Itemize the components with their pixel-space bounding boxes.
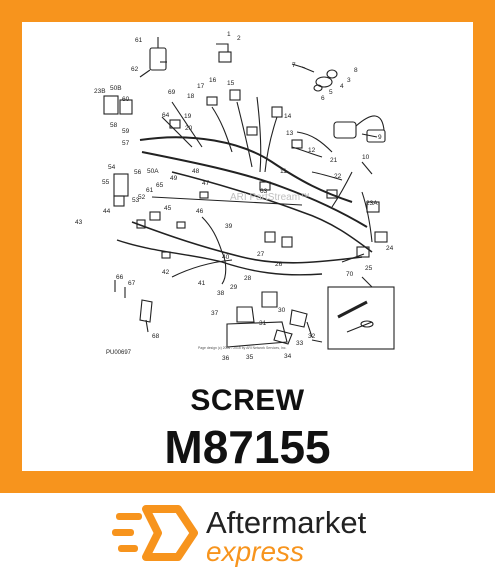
svg-text:8: 8 xyxy=(354,67,358,74)
svg-text:61: 61 xyxy=(135,37,143,44)
svg-text:50A: 50A xyxy=(147,168,159,175)
svg-text:54: 54 xyxy=(108,164,116,171)
svg-text:14: 14 xyxy=(284,113,292,120)
svg-text:63: 63 xyxy=(260,188,268,195)
svg-text:39: 39 xyxy=(225,223,233,230)
svg-text:67: 67 xyxy=(128,280,136,287)
svg-text:69: 69 xyxy=(168,89,176,96)
svg-text:59: 59 xyxy=(122,128,130,135)
part-number: M87155 xyxy=(164,421,331,473)
copyright-note: Page design (c) 2004 - 2015 by ARI Netwo… xyxy=(198,346,286,350)
svg-text:12: 12 xyxy=(308,147,316,154)
svg-text:6: 6 xyxy=(321,95,325,102)
svg-text:60: 60 xyxy=(122,96,130,103)
svg-text:38: 38 xyxy=(217,290,225,297)
svg-text:23B: 23B xyxy=(94,88,106,95)
hexagon-arrow-logo-icon xyxy=(112,505,198,561)
svg-text:18: 18 xyxy=(187,93,195,100)
svg-text:15: 15 xyxy=(227,80,235,87)
svg-text:43: 43 xyxy=(75,219,83,226)
svg-text:7: 7 xyxy=(292,62,296,69)
brand-name-line2: express xyxy=(206,536,305,567)
svg-text:48: 48 xyxy=(192,168,200,175)
svg-text:47: 47 xyxy=(202,180,210,187)
svg-text:44: 44 xyxy=(103,208,111,215)
svg-text:65: 65 xyxy=(156,182,164,189)
svg-text:22: 22 xyxy=(334,173,342,180)
svg-text:35: 35 xyxy=(246,354,254,361)
svg-text:42: 42 xyxy=(162,269,170,276)
svg-text:2: 2 xyxy=(237,35,241,42)
svg-text:70: 70 xyxy=(346,271,354,278)
product-card: 61 1 2 62 7 8 3 4 5 6 50B 23B 69 60 18 1… xyxy=(22,22,473,473)
svg-text:66: 66 xyxy=(116,274,124,281)
svg-text:61: 61 xyxy=(146,187,154,194)
svg-text:62: 62 xyxy=(131,66,139,73)
svg-text:49: 49 xyxy=(170,175,178,182)
part-title: SCREW xyxy=(190,384,305,417)
svg-text:53: 53 xyxy=(132,197,140,204)
svg-text:45: 45 xyxy=(164,205,172,212)
svg-text:57: 57 xyxy=(122,140,130,147)
parts-diagram: 61 1 2 62 7 8 3 4 5 6 50B 23B 69 60 18 1… xyxy=(75,31,395,362)
svg-text:5: 5 xyxy=(329,89,333,96)
svg-text:3: 3 xyxy=(347,77,351,84)
svg-text:46: 46 xyxy=(196,208,204,215)
svg-text:25: 25 xyxy=(365,265,373,272)
svg-text:4: 4 xyxy=(340,83,344,90)
svg-text:37: 37 xyxy=(211,310,219,317)
svg-text:26: 26 xyxy=(275,261,283,268)
svg-text:19: 19 xyxy=(184,113,192,120)
svg-text:55: 55 xyxy=(102,179,110,186)
svg-text:11: 11 xyxy=(280,168,287,175)
svg-text:1: 1 xyxy=(227,31,231,38)
svg-text:50B: 50B xyxy=(110,85,122,92)
svg-text:24: 24 xyxy=(386,245,394,252)
diagram-code: PU00697 xyxy=(106,350,132,356)
svg-text:23A: 23A xyxy=(366,200,378,207)
svg-text:36: 36 xyxy=(222,355,230,362)
svg-text:20: 20 xyxy=(185,125,193,132)
svg-text:10: 10 xyxy=(362,154,370,161)
svg-text:30: 30 xyxy=(278,307,286,314)
svg-text:13: 13 xyxy=(286,130,294,137)
svg-text:28: 28 xyxy=(244,275,252,282)
svg-text:29: 29 xyxy=(230,284,238,291)
svg-text:9: 9 xyxy=(378,134,382,141)
brand-name-line1: Aftermarket xyxy=(206,505,367,540)
svg-text:52: 52 xyxy=(138,194,146,201)
svg-text:68: 68 xyxy=(152,333,160,340)
svg-text:21: 21 xyxy=(330,157,338,164)
svg-text:31: 31 xyxy=(259,320,267,327)
svg-text:27: 27 xyxy=(257,251,265,258)
svg-text:41: 41 xyxy=(198,280,206,287)
watermark: ARI PartStream™ xyxy=(230,192,310,203)
footer xyxy=(0,493,495,575)
svg-text:56: 56 xyxy=(134,169,142,176)
svg-text:40: 40 xyxy=(222,254,230,261)
svg-text:34: 34 xyxy=(284,353,292,360)
svg-text:58: 58 xyxy=(110,122,118,129)
svg-text:16: 16 xyxy=(209,77,217,84)
svg-text:17: 17 xyxy=(197,83,205,90)
svg-text:64: 64 xyxy=(162,112,170,119)
svg-text:33: 33 xyxy=(296,340,304,347)
svg-text:32: 32 xyxy=(308,333,316,340)
